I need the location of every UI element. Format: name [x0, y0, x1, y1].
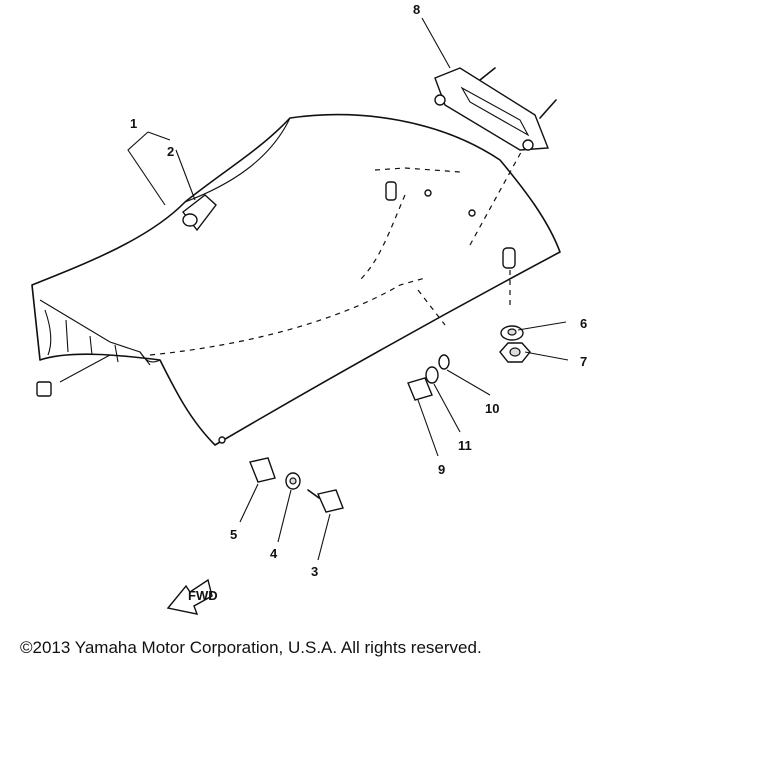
- seat-bracket: [434, 67, 557, 151]
- lock-cable: [36, 354, 111, 397]
- callout-10: 10: [485, 401, 499, 416]
- hinge-part: [182, 194, 217, 232]
- callout-9: 9: [438, 462, 445, 477]
- fwd-label: FWD: [188, 588, 218, 603]
- seat-damper-rubbers: [385, 181, 516, 269]
- fwd-arrow: FWD: [166, 578, 218, 615]
- callout-2: 2: [167, 144, 174, 159]
- copyright-notice: ©2013 Yamaha Motor Corporation, U.S.A. A…: [20, 638, 482, 657]
- callout-4: 4: [270, 546, 278, 561]
- callout-3: 3: [311, 564, 318, 579]
- callout-5: 5: [230, 527, 237, 542]
- leader-lines: [127, 17, 569, 561]
- callout-8: 8: [413, 2, 420, 17]
- callout-7: 7: [580, 354, 587, 369]
- collar-washer-9-10-11: [407, 354, 450, 401]
- callout-11: 11: [458, 438, 472, 453]
- callout-1: 1: [130, 116, 137, 131]
- callout-6: 6: [580, 316, 587, 331]
- bolt-washer-damper-3-4-5: [249, 457, 344, 513]
- washer-nut-6-7: [499, 325, 531, 363]
- seat-assembly: [31, 113, 561, 446]
